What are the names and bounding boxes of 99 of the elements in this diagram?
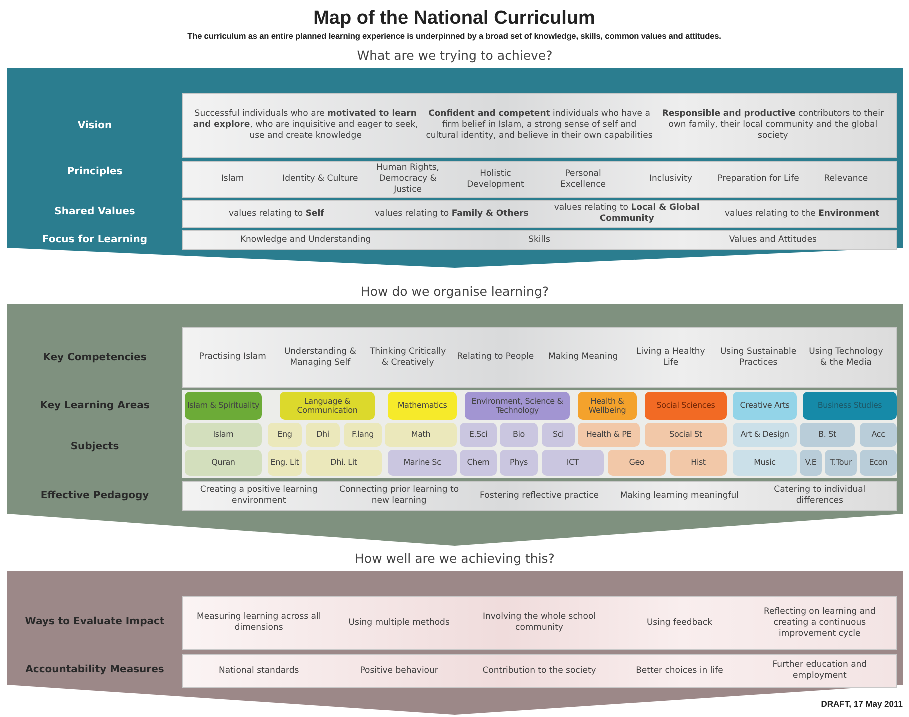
- panel-text: Knowledge and Understanding: [239, 234, 372, 246]
- subject-pill: Hist: [670, 450, 727, 476]
- content-panel: [182, 161, 897, 198]
- subject-pill: Quran: [185, 450, 262, 476]
- principle-text: Understanding & Managing Self: [283, 346, 358, 368]
- subject-pill: Math: [385, 423, 457, 447]
- principle-text: Islam: [220, 174, 246, 185]
- row-label: Effective Pedagogy: [40, 490, 150, 502]
- principle-text: Practising Islam: [198, 352, 268, 363]
- panel-text: values relating to Family & Others: [374, 208, 530, 220]
- section-heading: What are we trying to achieve?: [356, 48, 554, 63]
- subject-pill: Language & Communication: [280, 392, 375, 420]
- content-panel: [182, 200, 897, 228]
- subject-pill: Eng. Lit: [268, 450, 302, 476]
- subject-pill: F.lang: [344, 423, 382, 447]
- row-label: Ways to Evaluate Impact: [24, 616, 166, 628]
- subject-pill: Environment, Science & Technology: [465, 392, 570, 420]
- subject-pill: Marine Sc: [388, 450, 457, 476]
- subject-pill: Geo: [608, 450, 666, 476]
- row-label: Vision: [76, 120, 114, 132]
- principle-text: Living a Healthy Life: [636, 346, 706, 368]
- panel-text: values relating to Self: [228, 208, 326, 220]
- principle-text: Identity & Culture: [282, 174, 360, 185]
- principle-text: Thinking Critically & Creatively: [368, 346, 448, 368]
- content-panel: [182, 596, 897, 650]
- draft-note: DRAFT, 17 May 2011: [821, 699, 903, 709]
- principle-text: Using Technology & the Media: [808, 346, 884, 368]
- row-label: Key Learning Areas: [39, 400, 151, 412]
- subject-pill: Creative Arts: [733, 392, 797, 420]
- content-panel: [182, 327, 897, 388]
- row-label: Subjects: [70, 442, 120, 452]
- content-panel: [182, 230, 897, 250]
- row-label: Shared Values: [54, 206, 136, 218]
- subject-pill: Econ: [860, 450, 897, 476]
- principle-text: Making Meaning: [548, 352, 620, 363]
- panel-text: Catering to individual differences: [773, 485, 867, 507]
- principle-text: Using Sustainable Practices: [719, 346, 798, 368]
- principle-text: Relevance: [823, 174, 870, 185]
- subject-pill: T.Tour: [825, 450, 857, 476]
- panel-text: Using feedback: [646, 618, 714, 628]
- panel-text: Creating a positive learning environment: [199, 485, 319, 507]
- subject-pill: ICT: [542, 450, 604, 476]
- panel-text: values relating to the Environment: [724, 208, 881, 220]
- principle-text: Inclusivity: [648, 174, 694, 185]
- panel-text: Measuring learning across all dimensions: [196, 612, 322, 634]
- principle-text: Preparation for Life: [716, 174, 800, 185]
- row-label: Principles: [66, 166, 124, 178]
- panel-text: Contribution to the society: [482, 666, 598, 676]
- panel-text: Connecting prior learning to new learning: [338, 485, 460, 507]
- principle-text: Relating to People: [456, 352, 536, 363]
- subject-pill: Bio: [500, 423, 538, 447]
- subtitle: The curriculum as an entire planned learning experience is underpinned by a broad set of knowledge, skills, common values and attitudes.: [186, 31, 722, 41]
- panel-text: Further education and employment: [772, 660, 868, 682]
- subject-pill: Islam: [185, 423, 262, 447]
- subject-pill: Dhi: [306, 423, 340, 447]
- subject-pill: Social St: [645, 423, 727, 447]
- section-heading: How well are we achieving this?: [354, 551, 556, 566]
- panel-text: Values and Attitudes: [728, 234, 818, 246]
- panel-text: Reflecting on learning and creating a continuous improvement cycle: [762, 606, 877, 640]
- row-label: Focus for Learning: [41, 234, 149, 246]
- subject-pill: Islam & Spirituality: [185, 392, 262, 420]
- subject-pill: Eng: [268, 423, 302, 447]
- subject-pill: E.Sci: [460, 423, 497, 447]
- subject-pill: Health & PE: [578, 423, 640, 447]
- row-label: Key Competencies: [42, 352, 148, 364]
- principle-text: Holistic Development: [466, 168, 526, 190]
- title: Map of the National Curriculum: [312, 8, 596, 30]
- content-panel: [182, 93, 897, 158]
- panel-text: Better choices in life: [635, 666, 724, 676]
- subject-pill: Chem: [460, 450, 497, 476]
- panel-text: values relating to Local & Global Community: [553, 203, 701, 225]
- subject-pill: Mathematics: [388, 392, 457, 420]
- content-panel: [182, 654, 897, 688]
- panel-text: National standards: [218, 666, 300, 676]
- principle-text: Human Rights, Democracy & Justice: [376, 163, 440, 196]
- section-heading: How do we organise learning?: [360, 284, 550, 299]
- subject-pill: Phys: [500, 450, 538, 476]
- subject-pill: V.E: [800, 450, 822, 476]
- principle-text: Personal Excellence: [560, 168, 608, 190]
- panel-text: Positive behaviour: [359, 666, 440, 676]
- subject-pill: Acc: [860, 423, 897, 447]
- panel-text: Making learning meaningful: [619, 490, 740, 502]
- panel-text: Successful individuals who are motivated to learn and explore, who are inquisitive and eager to seek, use and create knowledge: [192, 109, 420, 142]
- panel-text: Involving the whole school community: [482, 612, 598, 634]
- panel-text: Responsible and productive contributors to their own family, their local community and the global society: [661, 109, 885, 142]
- subject-pill: Music: [733, 450, 797, 476]
- subject-pill: Health & Wellbeing: [578, 392, 637, 420]
- panel-text: Fostering reflective practice: [479, 490, 600, 502]
- content-panel: [182, 481, 897, 511]
- subject-pill: Art & Design: [733, 423, 797, 447]
- panel-text: Skills: [528, 234, 552, 246]
- subject-pill: Sci: [542, 423, 575, 447]
- subject-pill: Social Sciences: [645, 392, 727, 420]
- subject-pill: Dhi. Lit: [306, 450, 382, 476]
- panel-text: Confident and competent individuals who have a firm belief in Islam, a strong sense of self and cultural identity, and believe in their own capabilities: [425, 109, 654, 142]
- subject-pill: Business Studies: [803, 392, 897, 420]
- subject-pill: B. St: [800, 423, 855, 447]
- panel-text: Using multiple methods: [348, 618, 451, 628]
- row-label: Accountability Measures: [24, 664, 166, 676]
